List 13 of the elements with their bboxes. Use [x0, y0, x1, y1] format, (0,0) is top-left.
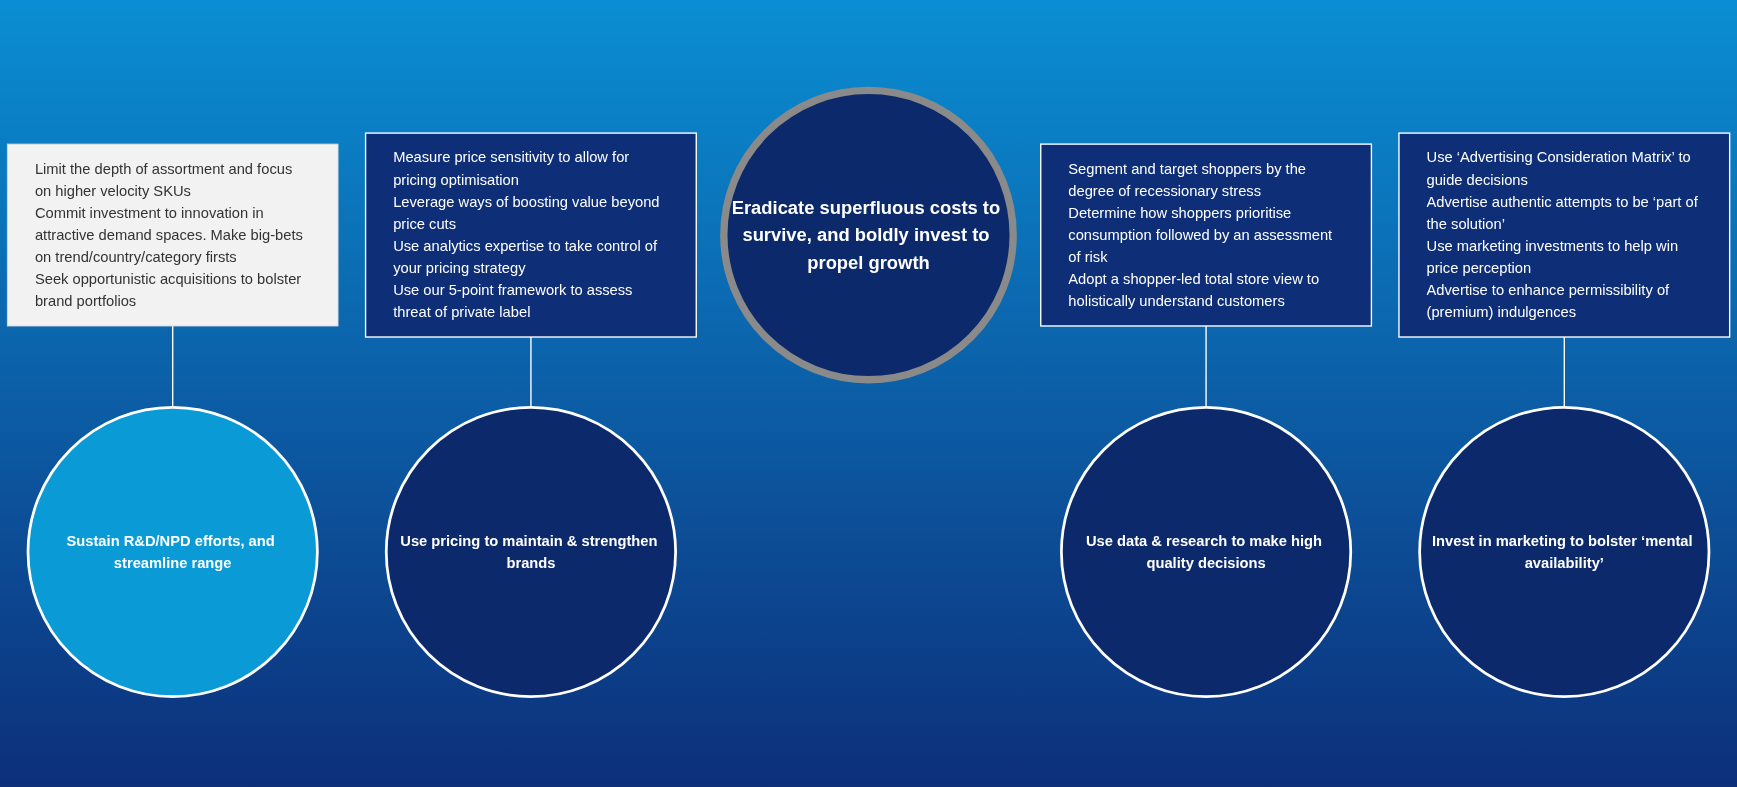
node-circle: Use data & research to make high quality decisions — [1060, 405, 1353, 698]
connector — [1563, 336, 1565, 408]
node-circle: Invest in marketing to bolster ‘mental availability’ — [1418, 405, 1711, 698]
node-box: Use ‘Advertising Consideration Matrix’ to guide decisions Advertise authentic attempts to be ‘part of the solution’ Use marketing investments to help win price perception Advertise to enhance permissibility of (premium) indulgences — [1398, 132, 1731, 338]
node-circle: Use pricing to maintain & strengthen brands — [384, 405, 677, 698]
node-box: Measure price sensitivity to allow for pricing optimisation Leverage ways of boosting value beyond price cuts Use analytics expertise to take control of your pricing strategy Use our 5-point framework to assess threat of private label — [364, 132, 697, 338]
node-box: Limit the depth of assortment and focus on higher velocity SKUs Commit investment to innovation in attractive demand spaces. Make big-bets on trend/country/category firsts Seek opportunistic acquisitions to bolster brand portfolios — [6, 143, 339, 327]
connector — [172, 325, 174, 408]
connector — [1205, 325, 1207, 408]
node-circle: Sustain R&D/NPD efforts, and streamline range — [26, 405, 319, 698]
node-box: Segment and target shoppers by the degree of recessionary stress Determine how shoppers prioritise consumption followed by an assessment of risk Adopt a shopper-led total store view to holistically understand customers — [1040, 143, 1373, 327]
node-circle: Eradicate superfluous costs to survive, and boldly invest to propel growth — [720, 86, 1017, 384]
connector — [530, 336, 532, 408]
